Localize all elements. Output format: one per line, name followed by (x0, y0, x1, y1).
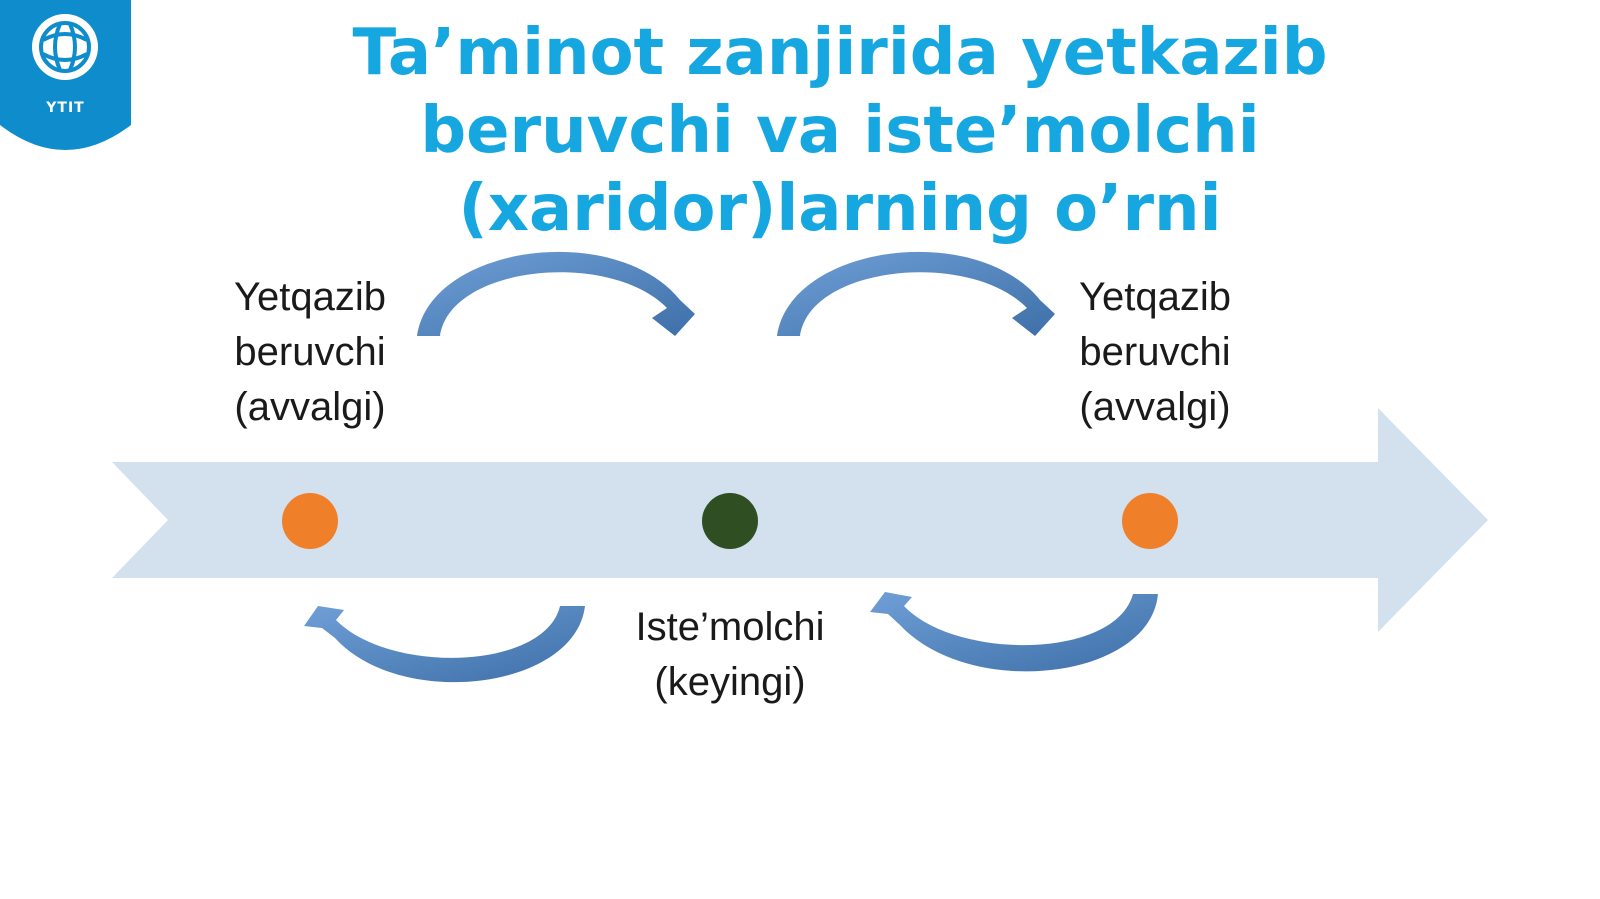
supplier-left-label: Yetqazib beruvchi (avvalgi) (190, 270, 430, 435)
curved-arrow-bottom-right (870, 592, 1158, 672)
curved-arrow-top-left (417, 251, 695, 336)
supplier-left-node (282, 493, 338, 549)
page-title: Ta’minot zanjirida yetkazib beruvchi va … (250, 14, 1430, 248)
curved-arrow-bottom-left (304, 606, 585, 683)
supplier-right-node (1122, 493, 1178, 549)
title-line: beruvchi va iste’molchi (420, 94, 1260, 168)
consumer-label: Iste’molchi (keyingi) (590, 600, 870, 710)
label-line: Yetqazib (1079, 275, 1231, 319)
consumer-node (702, 493, 758, 549)
label-line: (keyingi) (654, 660, 806, 704)
label-line: (avvalgi) (234, 385, 386, 429)
title-line: (xaridor)larning o’rni (458, 172, 1222, 246)
label-line: beruvchi (234, 330, 386, 374)
supplier-right-label: Yetqazib beruvchi (avvalgi) (1030, 270, 1280, 435)
timeline-arrow (112, 408, 1488, 632)
label-line: beruvchi (1079, 330, 1231, 374)
title-line: Ta’minot zanjirida yetkazib (352, 16, 1328, 90)
label-line: Iste’molchi (635, 605, 825, 649)
curved-arrow-top-right (777, 251, 1055, 336)
logo-text: YTIT (46, 100, 85, 116)
label-line: (avvalgi) (1079, 385, 1231, 429)
logo-badge (0, 0, 131, 150)
label-line: Yetqazib (234, 275, 386, 319)
